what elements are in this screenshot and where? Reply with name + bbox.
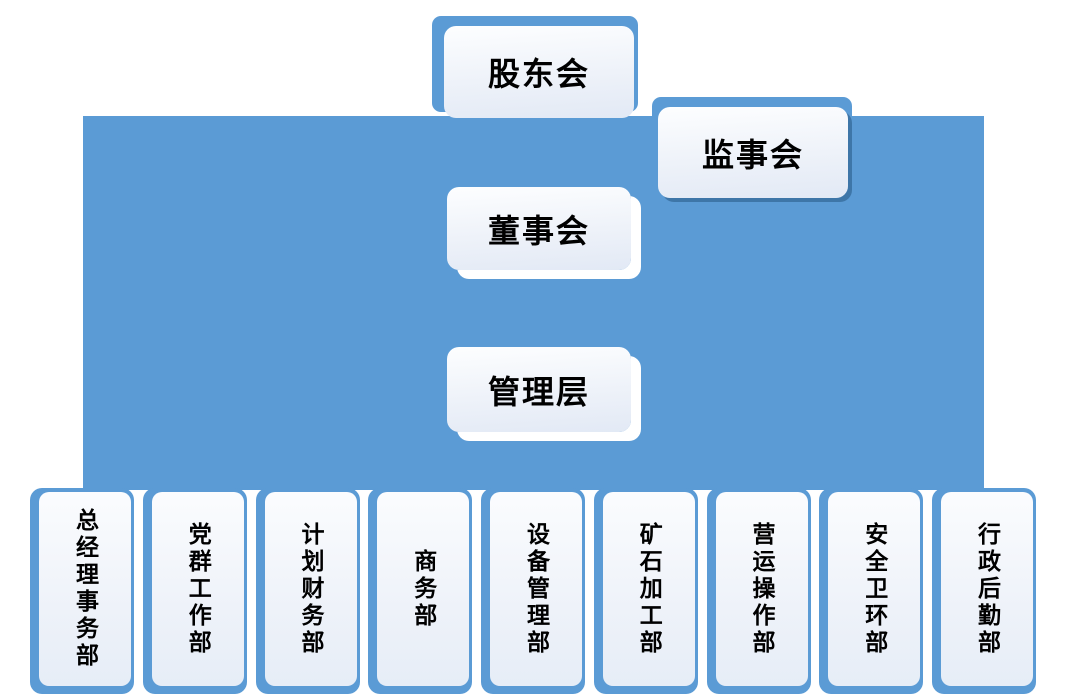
node-label: 总经理事务部 (72, 508, 99, 670)
node-label: 董事会 (487, 212, 590, 249)
node-card[interactable]: 计划财务部 (264, 492, 357, 686)
node-label: 设备管理部 (523, 521, 550, 657)
node-label: 安全卫环部 (861, 521, 888, 657)
node-card[interactable]: 董事会 (447, 187, 631, 270)
node-management-layer[interactable]: 管理层 (447, 347, 631, 432)
node-department-commerce[interactable]: 商务部 (368, 488, 473, 694)
node-card[interactable]: 管理层 (447, 347, 631, 432)
node-card[interactable]: 矿石加工部 (602, 492, 695, 686)
node-label: 监事会 (701, 136, 804, 173)
node-label: 营运操作部 (749, 521, 775, 657)
node-card[interactable]: 商务部 (377, 492, 470, 686)
node-shareholders-meeting[interactable]: 股东会 (432, 16, 638, 122)
node-label: 矿石加工部 (636, 521, 663, 657)
node-department-ore-processing[interactable]: 矿石加工部 (593, 488, 698, 694)
node-department-safety-health-environment[interactable]: 安全卫环部 (819, 488, 924, 694)
node-label: 计划财务部 (298, 521, 324, 657)
node-department-operations[interactable]: 营运操作部 (706, 488, 811, 694)
node-card[interactable]: 监事会 (658, 107, 848, 198)
node-supervisory-board[interactable]: 监事会 (652, 97, 852, 202)
node-card[interactable]: 安全卫环部 (828, 492, 921, 686)
node-department-general-manager-affairs[interactable]: 总经理事务部 (30, 488, 134, 694)
node-label: 股东会 (487, 56, 590, 92)
node-board-of-directors[interactable]: 董事会 (447, 187, 631, 270)
node-card[interactable]: 股东会 (444, 26, 634, 118)
node-card[interactable]: 营运操作部 (715, 492, 808, 686)
department-row: 总经理事务部 党群工作部 计划财务部 商务部 设备管理部 矿石加工部 (30, 488, 1036, 694)
node-label: 商务部 (410, 548, 437, 630)
node-card[interactable]: 总经理事务部 (39, 492, 131, 686)
node-department-equipment-management[interactable]: 设备管理部 (481, 488, 585, 694)
node-card[interactable]: 设备管理部 (490, 492, 582, 686)
node-card[interactable]: 行政后勤部 (941, 492, 1033, 686)
node-label: 党群工作部 (185, 521, 212, 657)
node-department-administration-logistics[interactable]: 行政后勤部 (932, 488, 1036, 694)
node-department-party-mass-work[interactable]: 党群工作部 (142, 488, 247, 694)
node-label: 管理层 (487, 373, 590, 410)
node-department-planning-finance[interactable]: 计划财务部 (255, 488, 360, 694)
node-label: 行政后勤部 (974, 521, 1001, 657)
node-card[interactable]: 党群工作部 (151, 492, 244, 686)
